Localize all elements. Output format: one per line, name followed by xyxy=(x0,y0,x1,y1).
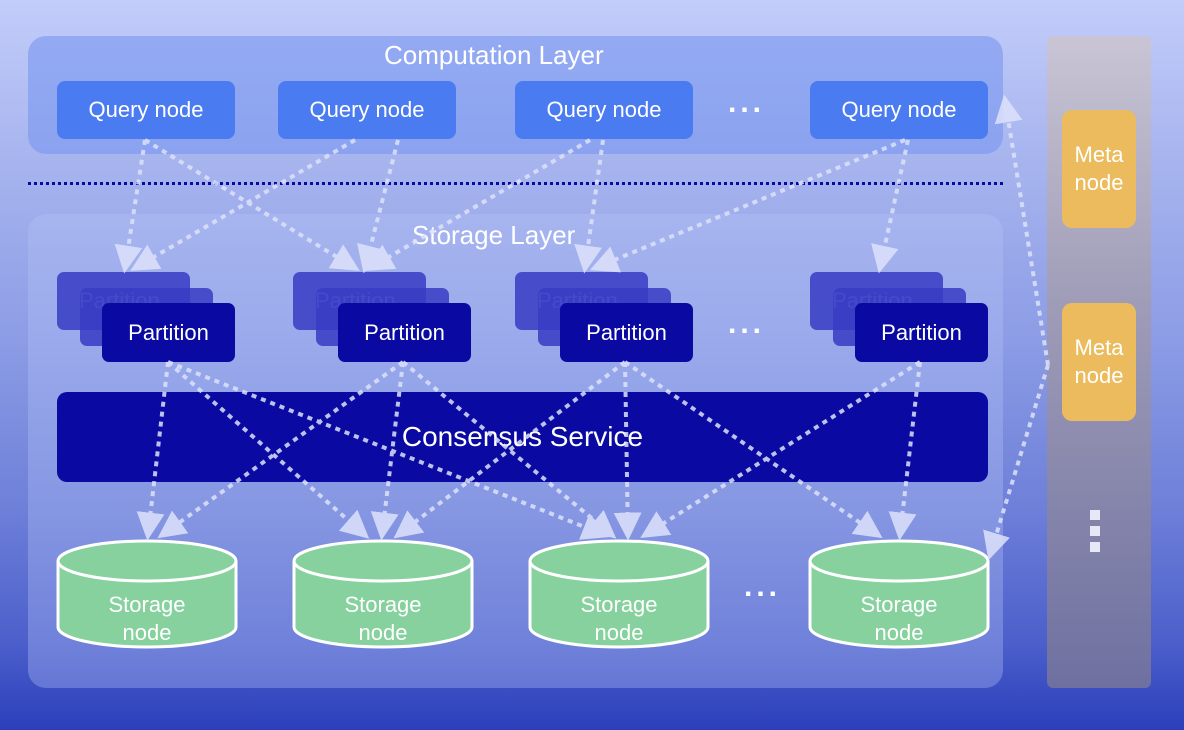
query-node[interactable]: Query node xyxy=(515,81,693,139)
cylinder-icon xyxy=(528,539,710,649)
storage-layer-title: Storage Layer xyxy=(412,220,576,250)
partition[interactable]: Partition xyxy=(102,303,235,362)
query-node[interactable]: Query node xyxy=(57,81,235,139)
partition-stack: Partition Partition xyxy=(57,272,237,362)
query-node-ellipsis: ... xyxy=(728,86,766,119)
storage-node-ellipsis: ... xyxy=(744,570,782,603)
partition-stack: Partition Partition xyxy=(293,272,473,362)
cylinder-icon xyxy=(56,539,238,649)
meta-node-ellipsis xyxy=(1090,510,1102,552)
query-node[interactable]: Query node xyxy=(278,81,456,139)
layer-divider xyxy=(28,182,1003,185)
consensus-service[interactable]: Consensus Service xyxy=(57,392,988,482)
computation-layer-title: Computation Layer xyxy=(384,40,604,70)
partition[interactable]: Partition xyxy=(560,303,693,362)
partition-ellipsis: ... xyxy=(728,307,766,340)
partition-stack: Partition Partition xyxy=(515,272,695,362)
partition-stack: Partition Partition xyxy=(810,272,990,362)
arrow xyxy=(994,94,1050,366)
partition[interactable]: Partition xyxy=(855,303,988,362)
cylinder-icon xyxy=(808,539,990,649)
query-node[interactable]: Query node xyxy=(810,81,988,139)
partition[interactable]: Partition xyxy=(338,303,471,362)
cylinder-icon xyxy=(292,539,474,649)
